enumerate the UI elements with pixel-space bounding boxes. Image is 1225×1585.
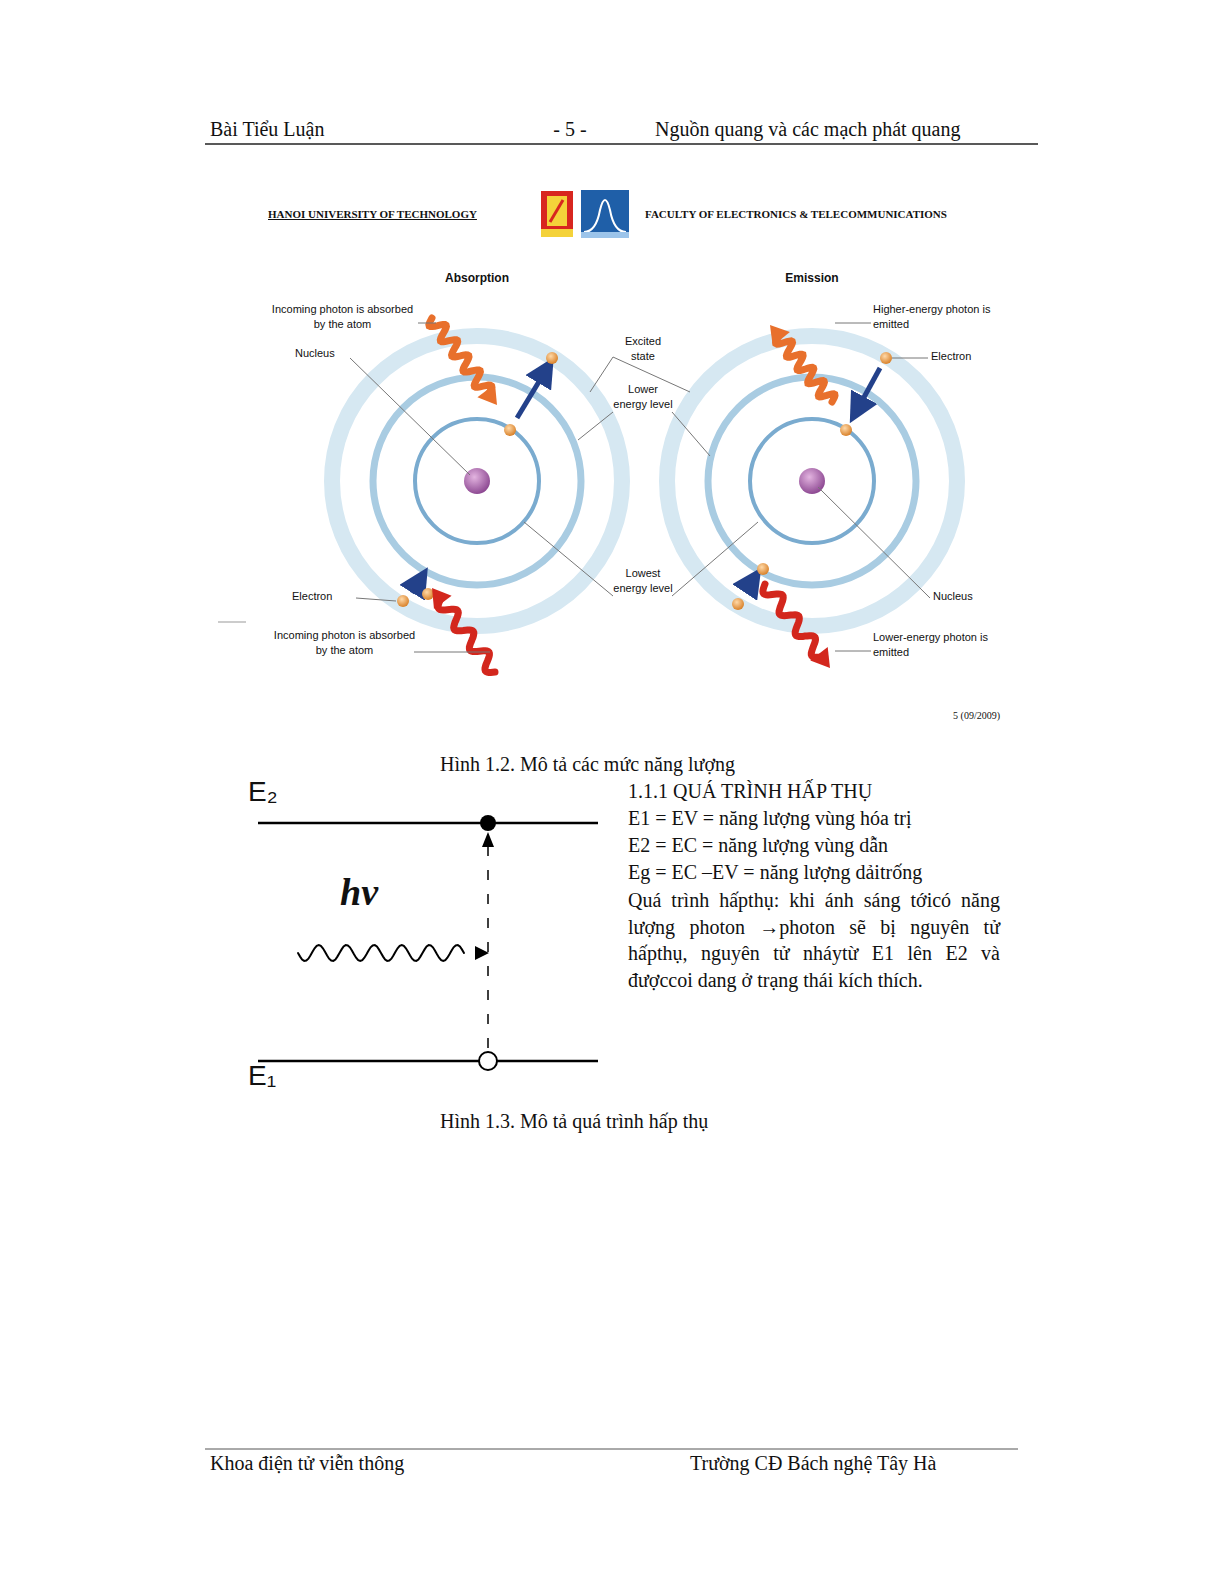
- slide-number: 5 (09/2009): [900, 710, 1000, 721]
- header-text: Nguồn quang và các mạch phát quang: [655, 118, 1035, 141]
- photon-wave: [763, 584, 822, 657]
- body-text: Quá trình hấpthụ: khi ánh sáng tớicó năn…: [628, 887, 1000, 993]
- callout-label: Electron: [931, 350, 1001, 362]
- photon-wave: [429, 318, 492, 394]
- photon-arrowhead: [770, 325, 790, 346]
- footer-rule: [205, 1449, 1018, 1450]
- faculty-logo: [581, 190, 629, 238]
- photon-wave: [298, 945, 464, 961]
- energy-level-label: E₁: [248, 1060, 308, 1092]
- page-number: - 5 -: [540, 118, 600, 141]
- energy-level-diagram: [258, 815, 598, 1070]
- callout-label: Lowest energy level: [612, 566, 674, 596]
- panel-title: Absorption: [427, 271, 527, 285]
- energy-level-label: E₂: [248, 776, 308, 808]
- panel-title: Emission: [762, 271, 862, 285]
- callout-label: Incoming photon is absorbed by the atom: [270, 302, 415, 332]
- callout-label: Higher-energy photon is emitted: [873, 302, 993, 332]
- body-text: E2 = EC = năng lượng vùng dẫn: [628, 834, 1018, 857]
- photon-arrowhead: [432, 588, 452, 609]
- footer-text: Khoa điện tử viễn thông: [210, 1452, 540, 1475]
- header-rule: [205, 143, 1038, 145]
- university-logo: [541, 191, 573, 237]
- callout-label: Lower energy level: [612, 382, 674, 412]
- callout-label: Electron: [292, 590, 354, 602]
- callout-label: Nucleus: [295, 347, 355, 359]
- atom-emission: [667, 336, 957, 626]
- callout-label: Nucleus: [933, 590, 1003, 602]
- institution-name: HANOI UNIVERSITY OF TECHNOLOGY: [268, 208, 530, 220]
- footer-text: Trường CĐ Bách nghệ Tây Hà: [690, 1452, 1020, 1475]
- photon-arrowhead: [810, 647, 830, 668]
- photon-wave: [438, 599, 495, 672]
- header-text: Bài Tiểu Luận: [210, 118, 410, 141]
- figure-caption: Hình 1.2. Mô tả các mức năng lượng: [440, 753, 840, 776]
- callout-label: Excited state: [612, 334, 674, 364]
- callout-label: Incoming photon is absorbed by the atom: [272, 628, 417, 658]
- leader-lines: [350, 323, 930, 652]
- photon-energy-label: hν: [340, 870, 430, 914]
- faculty-name: FACULTY OF ELECTRONICS & TELECOMMUNICATI…: [645, 208, 1015, 220]
- photon-wave: [776, 336, 835, 402]
- body-text: Eg = EC –EV = năng lượng dảitrống: [628, 861, 1018, 884]
- figure-caption: Hình 1.3. Mô tả quá trình hấp thụ: [440, 1110, 840, 1133]
- section-heading: 1.1.1 QUÁ TRÌNH HẤP THỤ: [628, 780, 1018, 803]
- callout-label: Lower-energy photon is emitted: [873, 630, 993, 660]
- body-text: E1 = EV = năng lượng vùng hóa trị: [628, 807, 1018, 830]
- photon-arrowhead: [477, 384, 497, 405]
- stray-mark: [218, 622, 246, 623]
